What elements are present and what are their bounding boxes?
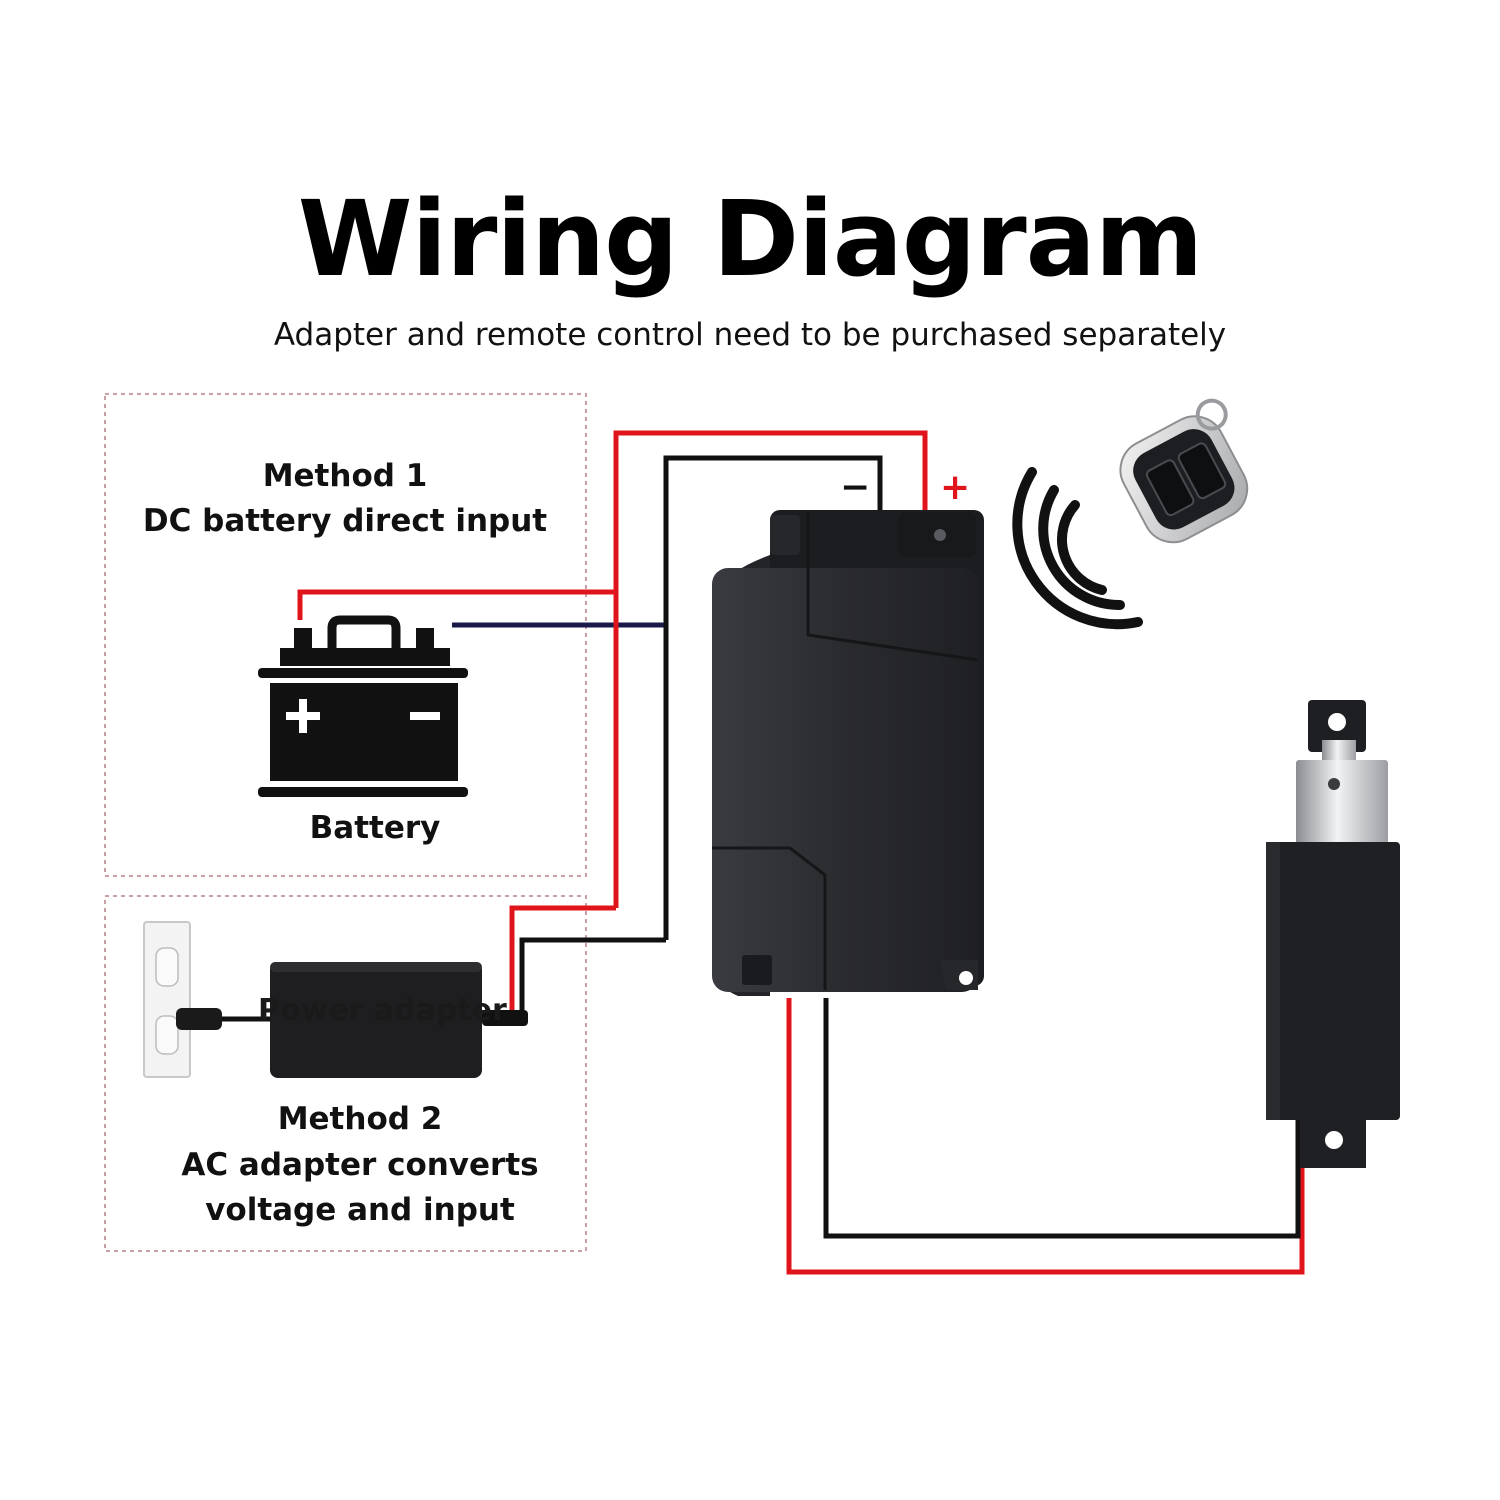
- wall-outlet-icon: [143, 921, 222, 1078]
- battery-icon: [258, 615, 468, 797]
- power-adapter-icon: [222, 962, 528, 1078]
- method1-heading: Method 1: [262, 458, 428, 494]
- battery-label: Battery: [309, 810, 441, 846]
- method1-box: [104, 393, 587, 877]
- positive-terminal-sign: +: [940, 467, 971, 508]
- method2-heading: Method 2: [277, 1101, 443, 1137]
- remote-control-icon: [1119, 398, 1249, 544]
- page-subtitle: Adapter and remote control need to be pu…: [273, 317, 1227, 353]
- battery-positive-wire: [297, 589, 614, 620]
- signal-wave-icon: [1012, 467, 1143, 630]
- output-negative-wire: [823, 998, 1301, 1239]
- method2-description-line1: AC adapter converts: [181, 1147, 539, 1183]
- method2-box: [104, 895, 587, 1252]
- method2-description-line2: voltage and input: [205, 1192, 515, 1228]
- power-adapter-label: Power adapter: [258, 993, 507, 1028]
- linear-actuator-icon: [1266, 700, 1400, 1168]
- adapter-positive-wire: [509, 905, 616, 1016]
- method1-description: DC battery direct input: [142, 503, 548, 539]
- page-title: Wiring Diagram: [297, 178, 1203, 300]
- output-positive-wire: [786, 998, 1305, 1275]
- input-negative-wire: [663, 455, 883, 940]
- adapter-negative-wire: [519, 937, 666, 1018]
- input-positive-wire: [613, 430, 928, 908]
- negative-terminal-sign: −: [840, 467, 871, 508]
- controller-box-icon: [712, 510, 984, 996]
